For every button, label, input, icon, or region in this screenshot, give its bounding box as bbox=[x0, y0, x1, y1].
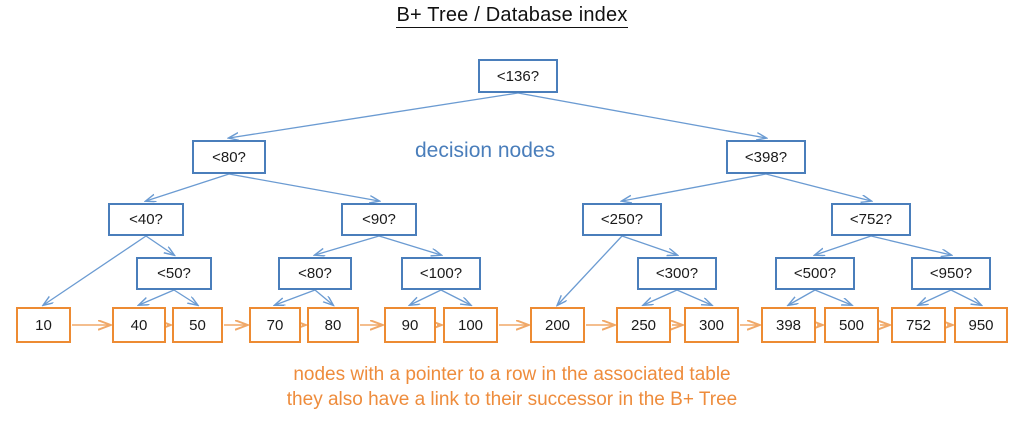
decision-node-label: <752? bbox=[849, 211, 893, 228]
leaf-node-l300[interactable]: 300 bbox=[684, 307, 739, 343]
tree-edge bbox=[621, 235, 677, 255]
tree-edge bbox=[315, 235, 380, 255]
leaf-node-l40[interactable]: 40 bbox=[112, 307, 166, 343]
leaf-node-label: 50 bbox=[189, 316, 206, 334]
tree-edge bbox=[228, 173, 379, 201]
tree-edge bbox=[145, 235, 174, 255]
tree-edge bbox=[814, 289, 852, 305]
leaf-node-l70[interactable]: 70 bbox=[249, 307, 301, 343]
tree-edge bbox=[139, 289, 175, 305]
decision-node-label: <250? bbox=[600, 211, 644, 228]
leaf-node-l950[interactable]: 950 bbox=[954, 307, 1008, 343]
caption-line-2: they also have a link to their successor… bbox=[286, 389, 738, 410]
tree-edge bbox=[622, 173, 767, 201]
decision-node-n752[interactable]: <752? bbox=[831, 203, 911, 236]
leaf-node-label: 398 bbox=[775, 316, 802, 334]
tree-edge bbox=[789, 289, 816, 305]
leaf-node-l80[interactable]: 80 bbox=[307, 307, 359, 343]
tree-edge bbox=[440, 289, 471, 305]
decision-node-label: <50? bbox=[157, 265, 191, 282]
tree-edge bbox=[815, 235, 872, 255]
leaf-node-label: 752 bbox=[905, 316, 932, 334]
tree-edge bbox=[229, 92, 519, 138]
decision-node-label: <300? bbox=[655, 265, 699, 282]
leaf-node-label: 250 bbox=[630, 316, 657, 334]
decision-node-label: <136? bbox=[496, 67, 540, 85]
leaf-node-label: 300 bbox=[698, 316, 725, 334]
decision-node-n40[interactable]: <40? bbox=[108, 203, 184, 236]
decision-nodes-annotation: decision nodes bbox=[415, 139, 556, 162]
decision-node-n80a[interactable]: <80? bbox=[192, 140, 266, 174]
leaf-node-label: 950 bbox=[968, 316, 994, 334]
decision-node-n100[interactable]: <100? bbox=[401, 257, 481, 290]
tree-edge bbox=[765, 173, 871, 201]
decision-node-label: <80? bbox=[212, 148, 246, 166]
leaf-node-label: 70 bbox=[266, 316, 284, 334]
tree-edge bbox=[173, 289, 198, 305]
leaf-node-l200[interactable]: 200 bbox=[530, 307, 585, 343]
leaf-nodes-caption: nodes with a pointer to a row in the ass… bbox=[0, 362, 1024, 412]
decision-node-label: <950? bbox=[929, 265, 973, 282]
tree-edge bbox=[275, 289, 316, 305]
page-title-text: B+ Tree / Database index bbox=[396, 4, 628, 28]
decision-node-n250[interactable]: <250? bbox=[582, 203, 662, 236]
caption-line-1: nodes with a pointer to a row in the ass… bbox=[293, 364, 731, 385]
leaf-node-label: 100 bbox=[457, 316, 484, 334]
leaf-node-l250[interactable]: 250 bbox=[616, 307, 671, 343]
tree-edge bbox=[410, 289, 442, 305]
decision-node-n80b[interactable]: <80? bbox=[278, 257, 352, 290]
tree-edge bbox=[558, 235, 623, 305]
leaf-node-l500[interactable]: 500 bbox=[824, 307, 879, 343]
leaf-node-label: 500 bbox=[838, 316, 865, 334]
leaf-node-label: 200 bbox=[544, 316, 571, 334]
decision-node-n300[interactable]: <300? bbox=[637, 257, 717, 290]
tree-edge bbox=[919, 289, 952, 305]
tree-edge bbox=[146, 173, 230, 201]
tree-edge bbox=[950, 289, 981, 305]
tree-edge bbox=[644, 289, 678, 305]
leaf-node-l50[interactable]: 50 bbox=[172, 307, 223, 343]
decision-node-label: <40? bbox=[129, 211, 163, 228]
decision-node-label: <100? bbox=[419, 265, 463, 282]
tree-edge bbox=[44, 235, 147, 305]
decision-node-label: <80? bbox=[298, 265, 332, 282]
leaf-node-label: 90 bbox=[401, 316, 419, 334]
tree-edge bbox=[314, 289, 333, 305]
leaf-node-l10[interactable]: 10 bbox=[16, 307, 71, 343]
decision-node-label: <398? bbox=[744, 148, 788, 166]
leaf-node-l100[interactable]: 100 bbox=[443, 307, 498, 343]
leaf-node-l398[interactable]: 398 bbox=[761, 307, 816, 343]
decision-node-n950[interactable]: <950? bbox=[911, 257, 991, 290]
decision-node-n90[interactable]: <90? bbox=[341, 203, 417, 236]
tree-edge bbox=[378, 235, 441, 255]
decision-node-n398[interactable]: <398? bbox=[726, 140, 806, 174]
leaf-node-l90[interactable]: 90 bbox=[384, 307, 436, 343]
tree-edge bbox=[517, 92, 766, 138]
tree-edge bbox=[676, 289, 712, 305]
leaf-node-label: 80 bbox=[324, 316, 342, 334]
decision-node-label: <500? bbox=[793, 265, 837, 282]
leaf-node-label: 40 bbox=[130, 316, 148, 334]
decision-node-label: <90? bbox=[362, 211, 396, 228]
decision-node-n500[interactable]: <500? bbox=[775, 257, 855, 290]
tree-edge bbox=[870, 235, 951, 255]
leaf-node-l752[interactable]: 752 bbox=[891, 307, 946, 343]
decision-node-n136[interactable]: <136? bbox=[478, 59, 558, 93]
decision-node-n50[interactable]: <50? bbox=[136, 257, 212, 290]
page-title: B+ Tree / Database index bbox=[0, 4, 1024, 28]
leaf-node-label: 10 bbox=[35, 316, 52, 334]
